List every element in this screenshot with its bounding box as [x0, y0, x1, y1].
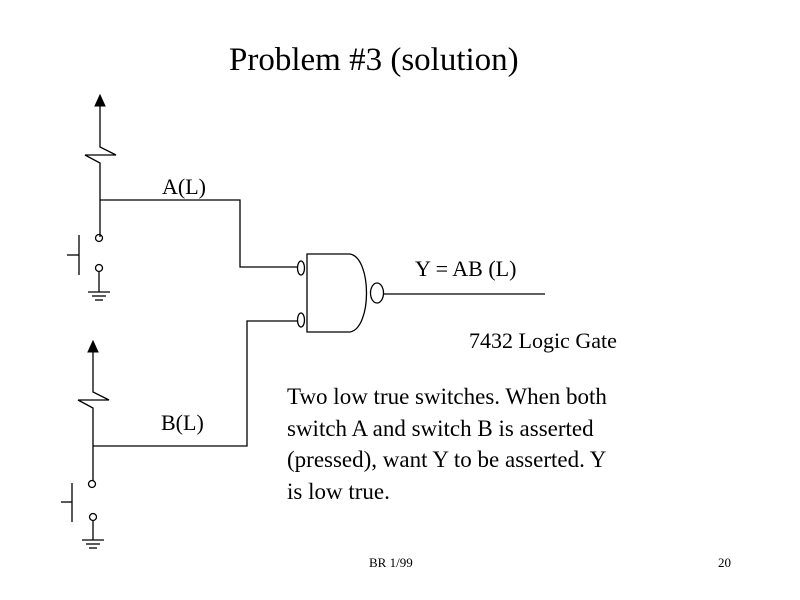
- switch-b-contact-bottom: [88, 512, 98, 522]
- footer-author-date: BR 1/99: [369, 555, 413, 570]
- gate-input-a-bubble: [296, 260, 306, 276]
- gate-part-label: 7432 Logic Gate: [469, 328, 617, 353]
- description-line: is low true.: [287, 478, 390, 504]
- gate-body: [306, 253, 368, 333]
- gate-input-b-bubble: [296, 312, 306, 328]
- page-number: 20: [718, 555, 731, 570]
- description-line: Two low true switches. When both: [287, 384, 607, 409]
- wire-a: [100, 199, 297, 268]
- switch-b-label: B(L): [161, 410, 204, 435]
- description-text: Two low true switches. When both switch …: [287, 381, 607, 507]
- switch-a-label: A(L): [162, 174, 206, 199]
- logic-gate: [296, 253, 545, 333]
- pullup-resistor-b: [77, 351, 110, 481]
- output-label: Y = AB (L): [415, 256, 517, 281]
- switch-b-circuit: [61, 320, 297, 549]
- switch-a-contact-top: [94, 233, 104, 243]
- switch-a-circuit: [67, 93, 297, 301]
- slide-title: Problem #3 (solution): [229, 42, 519, 78]
- gate-output-bubble: [369, 282, 385, 304]
- description-line: switch A and switch B is asserted: [287, 415, 594, 441]
- vcc-arrow-a-icon: [94, 93, 106, 107]
- wire-b: [93, 320, 297, 447]
- description-line: (pressed), want Y to be asserted. Y: [287, 447, 607, 472]
- vcc-arrow-b-icon: [87, 339, 99, 353]
- switch-b-contact-top: [87, 479, 97, 489]
- pullup-resistor-a: [84, 105, 117, 237]
- switch-a-contact-bottom: [94, 263, 104, 273]
